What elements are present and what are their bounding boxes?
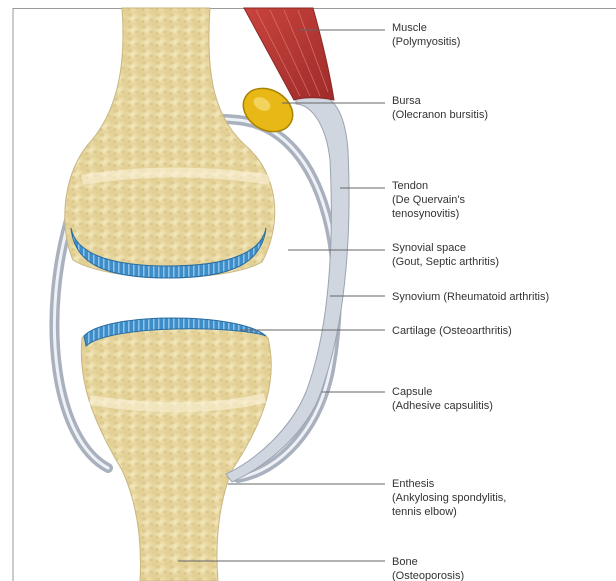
bursa-condition: (Olecranon bursitis): [392, 109, 488, 121]
tendon-condition-line1: (De Quervain's: [392, 194, 466, 206]
synovium-label: Synovium (Rheumatoid arthritis): [392, 291, 549, 303]
capsule-condition: (Adhesive capsulitis): [392, 400, 493, 412]
cartilage-label: Cartilage (Osteoarthritis): [392, 325, 512, 337]
enthesis-condition-line1: (Ankylosing spondylitis,: [392, 492, 506, 504]
bursa-label: Bursa: [392, 95, 422, 107]
muscle-condition: (Polymyositis): [392, 36, 460, 48]
lower-bone: [81, 319, 271, 581]
synovial-space-label: Synovial space: [392, 242, 466, 254]
upper-bone: [65, 8, 275, 278]
muscle-label: Muscle: [392, 22, 427, 34]
tendon-condition-line2: tenosynovitis): [392, 208, 459, 220]
synovial-space-condition: (Gout, Septic arthritis): [392, 256, 499, 268]
capsule-label: Capsule: [392, 386, 432, 398]
bone-condition: (Osteoporosis): [392, 570, 464, 581]
enthesis-condition-line2: tennis elbow): [392, 506, 457, 518]
enthesis-label: Enthesis: [392, 478, 435, 490]
bone-label: Bone: [392, 556, 418, 568]
tendon-label: Tendon: [392, 180, 428, 192]
